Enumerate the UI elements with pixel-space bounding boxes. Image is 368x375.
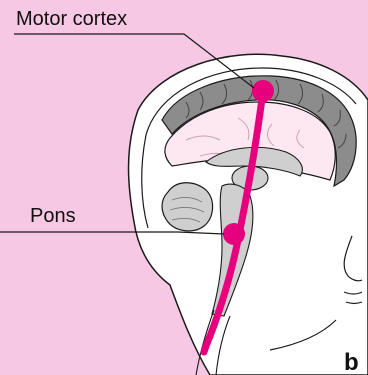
panel-label: b bbox=[344, 349, 359, 375]
motor-cortex-label: Motor cortex bbox=[16, 8, 127, 30]
cerebellum bbox=[162, 183, 213, 231]
pons-node bbox=[223, 223, 245, 245]
pons-label: Pons bbox=[30, 205, 76, 227]
motor-cortex-node bbox=[252, 80, 274, 102]
